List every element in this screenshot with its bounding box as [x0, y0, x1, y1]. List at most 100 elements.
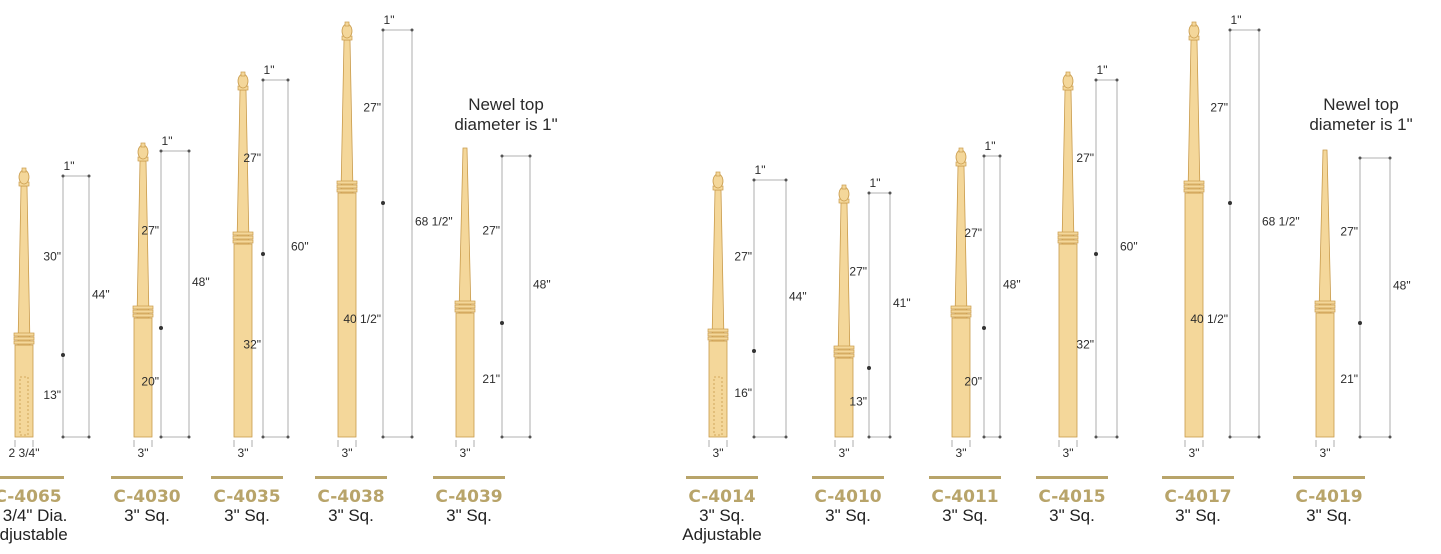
post-shaft	[17, 185, 31, 346]
label-rule	[1293, 476, 1365, 479]
dim-total-label: 48"	[533, 278, 551, 292]
newel-note-line2-right: diameter is 1ʺ	[1309, 115, 1412, 134]
dim-total-label: 68 1/2"	[1262, 215, 1300, 229]
post-ring	[232, 231, 254, 236]
dim-total-label: 44"	[92, 288, 110, 302]
dim-dot	[261, 435, 265, 439]
width-label: 3"	[342, 446, 353, 460]
dim-split-dot	[500, 321, 504, 325]
dim-dot	[159, 435, 163, 439]
post-c-4011	[929, 147, 1002, 479]
dim-dot	[784, 178, 788, 182]
width-label: 3"	[138, 446, 149, 460]
dim-dot	[1388, 156, 1392, 160]
dim-lower-label: 13"	[849, 395, 867, 409]
product-description: 2 3/4ʺ Dia.	[0, 506, 67, 525]
post-shaft	[954, 165, 968, 319]
dim-lower-label: 16"	[734, 386, 752, 400]
dim-dot	[87, 435, 91, 439]
product-description: 3ʺ Sq.	[1049, 506, 1095, 525]
post-block	[455, 312, 475, 438]
dim-dot	[998, 435, 1002, 439]
post-finial-tip	[240, 71, 246, 77]
newel-note-line1-left: Newel top	[468, 95, 544, 114]
dim-upper-label: 27"	[1340, 225, 1358, 239]
dim-upper-label: 27"	[964, 226, 982, 240]
label-rule	[929, 476, 1001, 479]
post-c-4019	[1293, 149, 1392, 479]
label-rule	[111, 476, 183, 479]
product-code: C-4038	[317, 487, 384, 507]
post-ring	[1314, 300, 1336, 305]
dim-upper-label: 27"	[1210, 101, 1228, 115]
post-ring	[13, 340, 35, 345]
dim-dot	[381, 435, 385, 439]
post-ring	[336, 180, 358, 185]
dim-upper-label: 27"	[363, 101, 381, 115]
adjustable-insert	[19, 376, 29, 436]
product-description: 3ʺ Sq.	[942, 506, 988, 525]
adjustable-insert	[713, 376, 723, 436]
post-ring	[1057, 235, 1079, 240]
dim-dot	[1115, 435, 1119, 439]
label-rule	[686, 476, 758, 479]
dim-lower-label: 21"	[482, 372, 500, 386]
post-block	[708, 340, 728, 438]
newel-note-line2-left: diameter is 1ʺ	[454, 115, 557, 134]
dim-total-label: 68 1/2"	[415, 215, 453, 229]
product-option: Adjustable	[682, 525, 761, 544]
post-shaft	[711, 189, 725, 342]
dim-split-dot	[867, 366, 871, 370]
post-shaft	[236, 89, 250, 245]
width-label: 2 3/4"	[9, 446, 40, 460]
dim-split-dot	[61, 353, 65, 357]
dim-dot	[286, 435, 290, 439]
label-rule	[1162, 476, 1234, 479]
post-shaft	[837, 202, 851, 359]
width-label: 3"	[956, 446, 967, 460]
post-ring	[1057, 231, 1079, 236]
product-code: C-4035	[213, 487, 280, 507]
dim-total-label: 48"	[1393, 279, 1411, 293]
dim-dot	[1228, 28, 1232, 32]
dim-dot	[410, 435, 414, 439]
product-description: 3ʺ Sq.	[224, 506, 270, 525]
post-c-4017	[1162, 21, 1261, 479]
dim-dot	[1094, 78, 1098, 82]
dim-dot	[888, 435, 892, 439]
post-ring	[1183, 184, 1205, 189]
dim-total-label: 60"	[291, 240, 309, 254]
dim-dot	[187, 149, 191, 153]
product-code: C-4011	[931, 487, 998, 507]
dim-top-label: 1"	[985, 139, 996, 153]
post-ring	[336, 188, 358, 193]
post-ring	[1183, 188, 1205, 193]
product-code: C-4019	[1295, 487, 1362, 507]
post-c-4015	[1036, 71, 1119, 479]
newel-note-line1-right: Newel top	[1323, 95, 1399, 114]
post-shaft	[136, 160, 150, 319]
post-ring	[13, 332, 35, 337]
product-description: 3ʺ Sq.	[124, 506, 170, 525]
post-ring	[454, 308, 476, 313]
dim-dot	[187, 435, 191, 439]
product-code: C-4039	[435, 487, 502, 507]
width-label: 3"	[1189, 446, 1200, 460]
dim-upper-label: 27"	[734, 250, 752, 264]
width-label: 3"	[1063, 446, 1074, 460]
dim-total-label: 60"	[1120, 240, 1138, 254]
dim-top-label: 1"	[755, 163, 766, 177]
post-finial-tip	[958, 147, 964, 153]
dim-top-label: 1"	[384, 13, 395, 27]
post-ring	[707, 328, 729, 333]
dim-top-label: 1"	[162, 134, 173, 148]
post-ring	[454, 304, 476, 309]
dim-dot	[261, 78, 265, 82]
label-rule	[315, 476, 387, 479]
post-ring	[232, 239, 254, 244]
dim-dot	[1257, 28, 1261, 32]
product-description: 3ʺ Sq.	[699, 506, 745, 525]
dim-upper-label: 27"	[849, 265, 867, 279]
post-finial-tip	[841, 184, 847, 190]
post-finial-tip	[21, 167, 27, 173]
